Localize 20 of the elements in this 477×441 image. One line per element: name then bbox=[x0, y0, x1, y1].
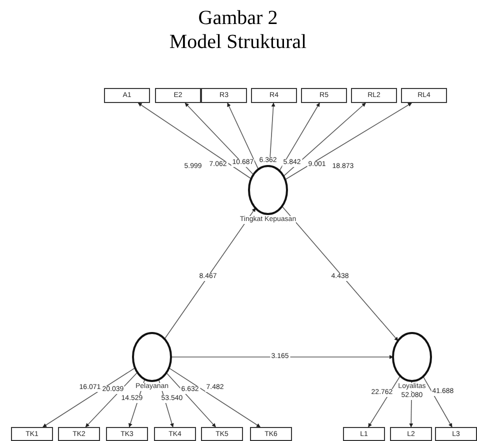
latent-variable-ellipse bbox=[392, 332, 432, 382]
latent-variable-ellipse bbox=[248, 165, 288, 215]
arrow bbox=[85, 372, 138, 428]
arrow bbox=[283, 102, 366, 177]
arrow bbox=[166, 372, 216, 428]
arrow bbox=[278, 102, 320, 172]
diagram-title: Gambar 2 bbox=[197, 6, 279, 30]
arrow bbox=[184, 102, 254, 176]
arrow bbox=[284, 102, 412, 180]
arrow bbox=[168, 368, 261, 428]
diagram-subtitle: Model Struktural bbox=[168, 30, 308, 54]
arrow bbox=[227, 102, 259, 170]
arrow bbox=[368, 375, 401, 428]
arrow bbox=[164, 208, 256, 340]
arrow bbox=[170, 355, 394, 359]
arrow bbox=[42, 367, 136, 428]
arrow bbox=[282, 206, 398, 342]
arrow bbox=[422, 376, 452, 428]
arrow bbox=[138, 102, 252, 180]
latent-variable-ellipse bbox=[132, 332, 172, 382]
